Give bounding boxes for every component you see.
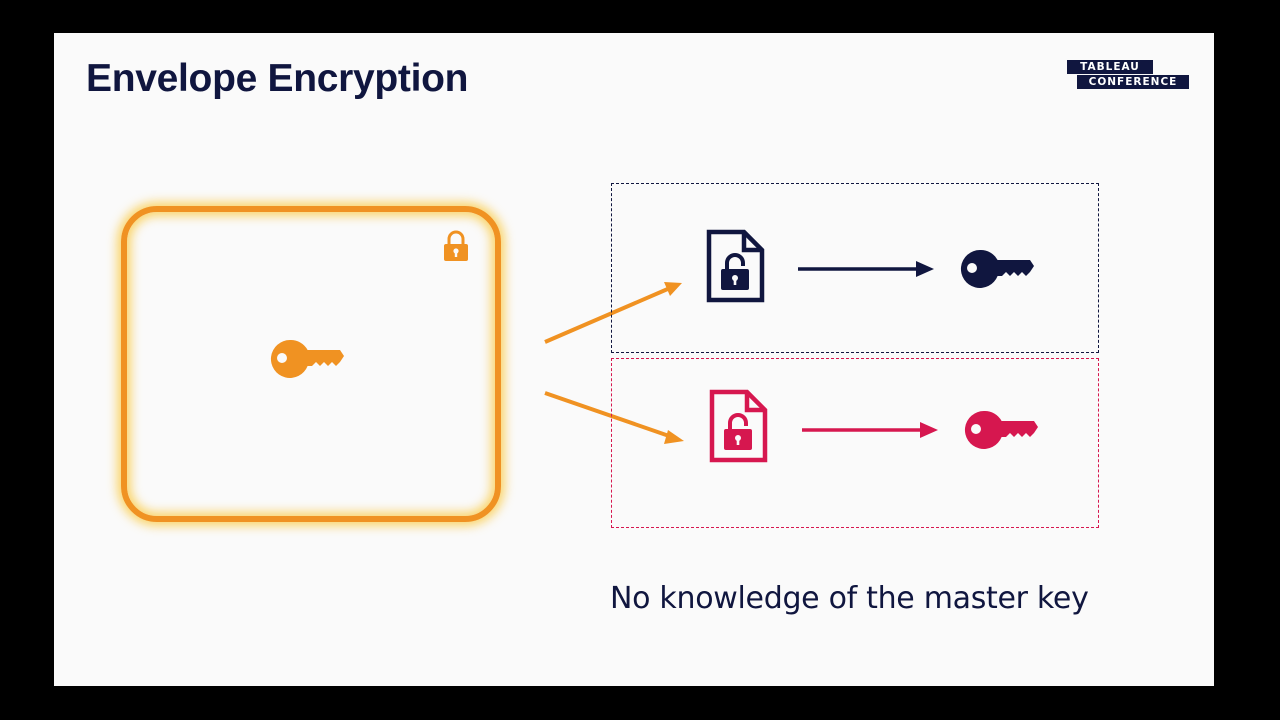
- data-key-icon: [964, 410, 1038, 449]
- data-key-box-navy: [611, 183, 1099, 353]
- arrow-to-navy-key: [798, 261, 934, 277]
- master-key-icon: [270, 339, 344, 378]
- arrowhead-top: [664, 282, 682, 296]
- arrow-to-top-box: [544, 286, 671, 344]
- logo-line-1: TABLEAU: [1067, 60, 1153, 74]
- arrow-to-bottom-box: [544, 391, 673, 439]
- data-key-icon: [960, 249, 1034, 288]
- caption-text: No knowledge of the master key: [610, 581, 1089, 616]
- slide-title: Envelope Encryption: [86, 57, 469, 100]
- tableau-conference-logo: TABLEAU CONFERENCE: [1067, 60, 1189, 89]
- locked-document-icon: [706, 229, 765, 303]
- slide: Envelope Encryption TABLEAU CONFERENCE: [54, 33, 1214, 686]
- arrowhead-bottom: [664, 430, 684, 444]
- data-key-box-crimson: [611, 358, 1099, 528]
- logo-line-2: CONFERENCE: [1077, 75, 1189, 89]
- lock-icon: [444, 230, 468, 261]
- split-arrows: [544, 282, 684, 444]
- arrow-to-crimson-key: [802, 422, 938, 438]
- master-key-vault: [121, 206, 501, 522]
- locked-document-icon: [709, 389, 768, 463]
